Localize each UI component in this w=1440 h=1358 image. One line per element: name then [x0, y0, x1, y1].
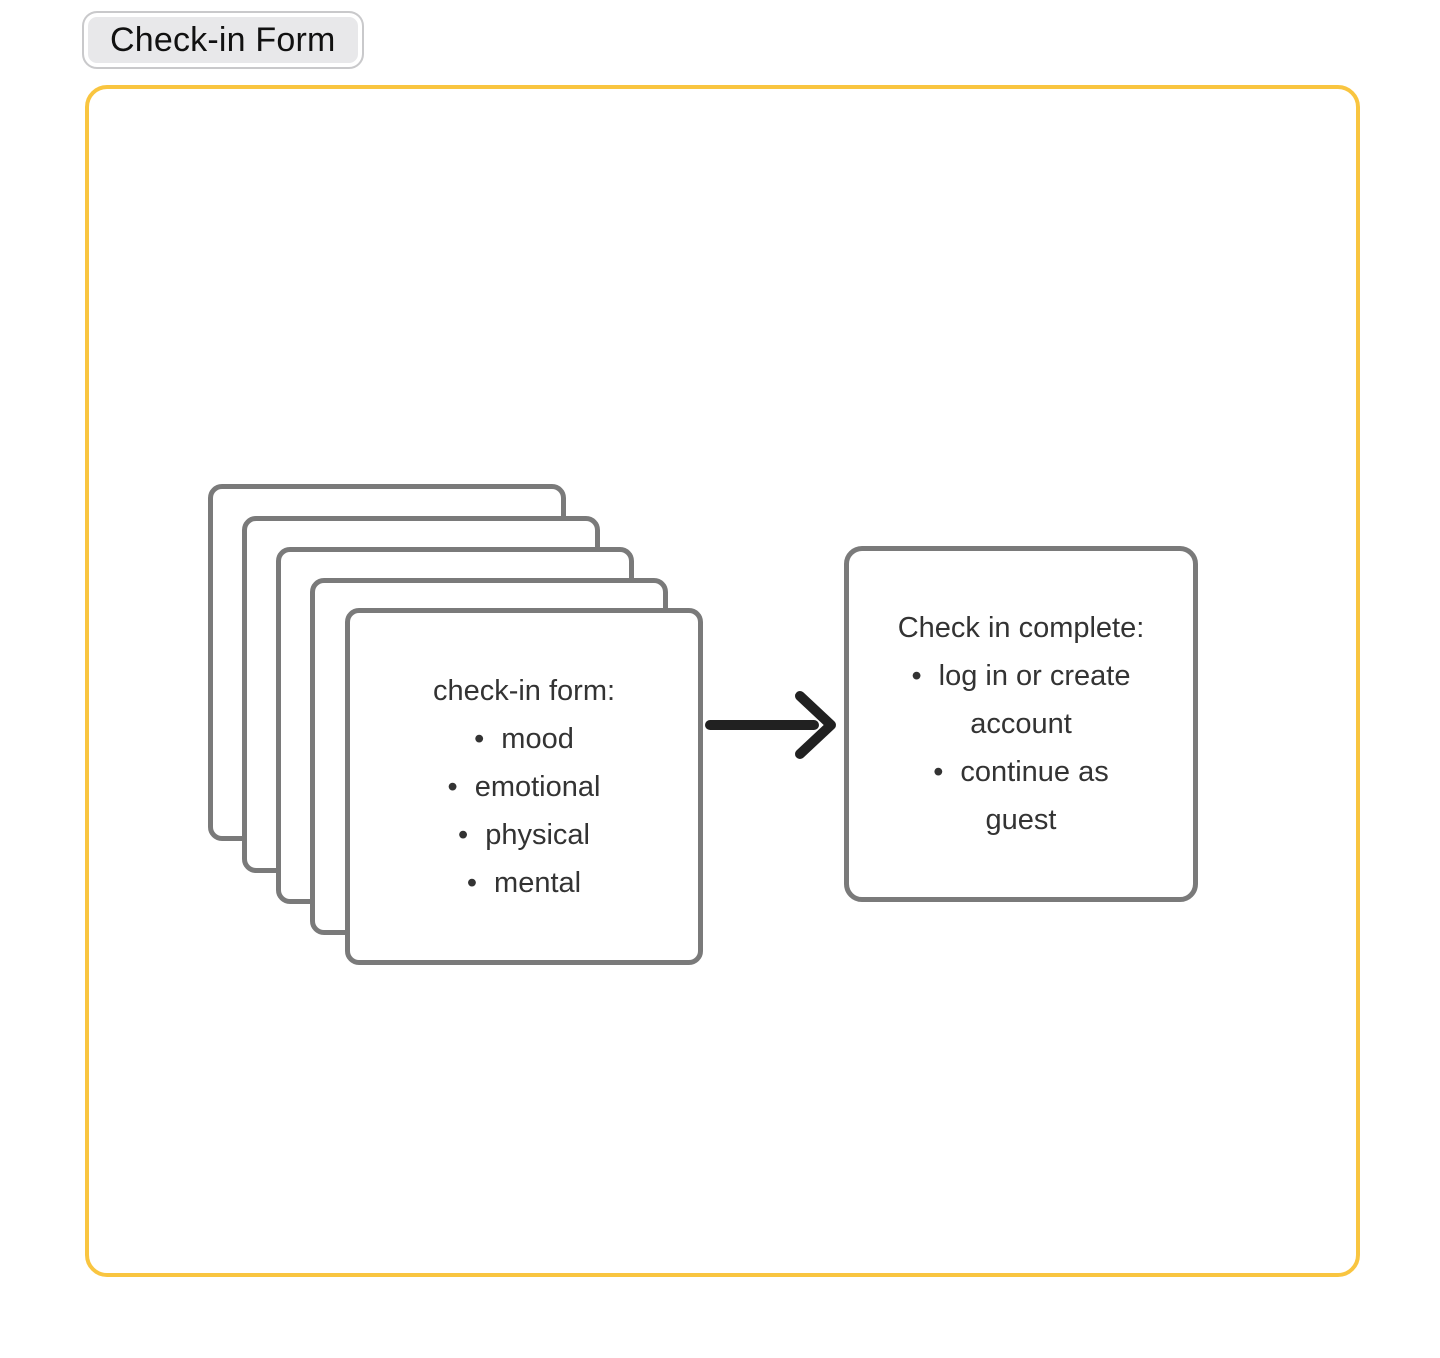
list-item-label: account [970, 708, 1072, 740]
check-in-complete-card[interactable]: Check in complete: log in or create acco… [844, 546, 1198, 902]
list-item-continuation: account [970, 700, 1072, 748]
check-in-form-card-title: check-in form: [432, 674, 616, 707]
list-item-label: emotional [474, 770, 601, 803]
list-item-label: mental [494, 866, 582, 899]
check-in-form-card[interactable]: check-in form: mood emotional physical m… [345, 608, 703, 965]
section-title-badge[interactable]: Check-in Form [82, 11, 364, 69]
list-item: continue as [933, 748, 1108, 796]
list-item: log in or create [912, 652, 1131, 700]
list-item-continuation: guest [986, 796, 1057, 844]
list-item: emotional [448, 763, 601, 811]
list-item-label: physical [485, 818, 590, 851]
flow-arrow-icon [705, 691, 836, 759]
section-title-label: Check-in Form [110, 20, 336, 59]
section-frame[interactable]: check-in form: mood emotional physical m… [85, 85, 1360, 1277]
list-item-label: continue as [960, 756, 1109, 788]
list-item-label: log in or create [938, 660, 1131, 692]
check-in-complete-card-title: Check in complete: [897, 612, 1145, 644]
list-item: mental [467, 859, 581, 907]
list-item-label: mood [501, 722, 574, 755]
list-item-label: guest [985, 804, 1057, 836]
list-item: physical [458, 811, 590, 859]
list-item: mood [474, 715, 574, 763]
